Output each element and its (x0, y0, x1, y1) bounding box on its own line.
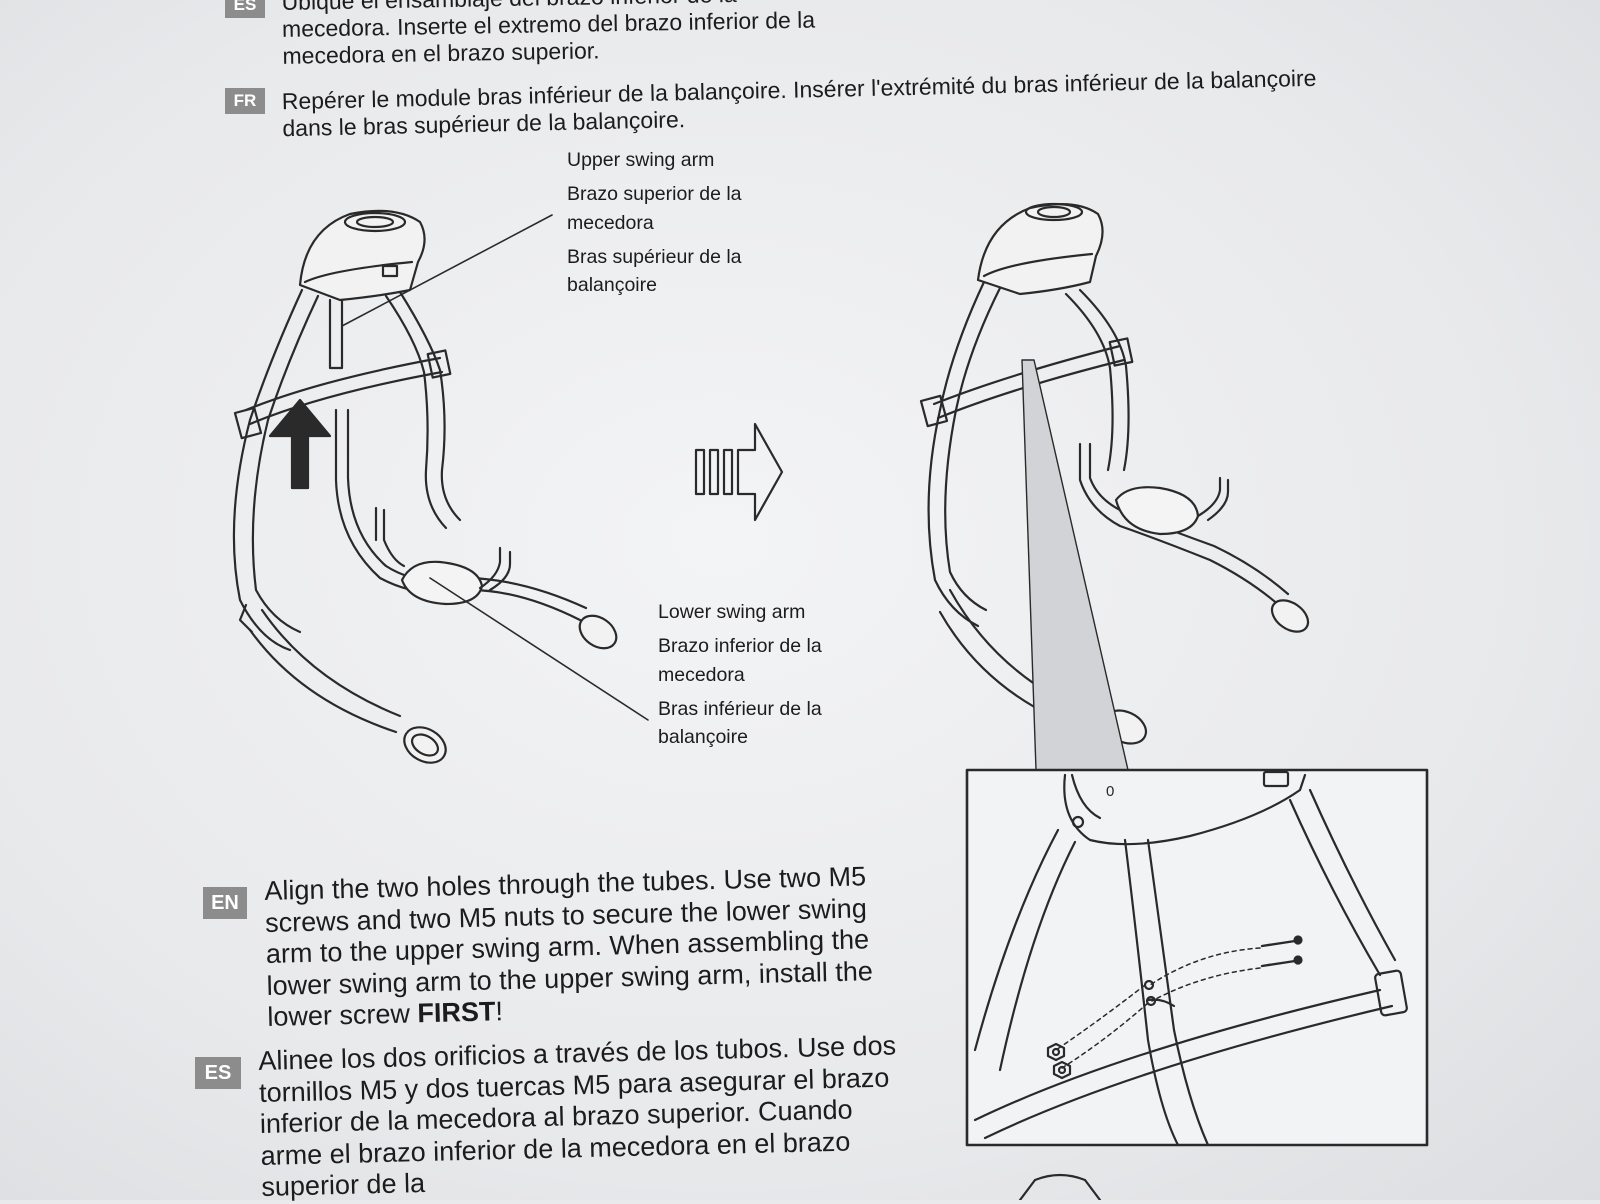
en-instruction-text: Align the two holes through the tubes. U… (264, 861, 874, 1033)
es-instruction-bottom: Alinee los dos orificios a través de los… (258, 1030, 897, 1203)
en-instruction-end: ! (495, 996, 504, 1027)
lower-swing-arm-labels: Lower swing arm Brazo inferior de la mec… (658, 598, 888, 757)
lower-swing-arm-label-en: Lower swing arm (658, 601, 806, 623)
screw-detail-inset (965, 768, 1429, 1147)
en-instruction: Align the two holes through the tubes. U… (264, 860, 908, 1033)
fr-language-badge: FR (225, 88, 265, 114)
lower-swing-arm-label-es: Brazo inferior de la mecedora (658, 635, 822, 686)
es-language-badge-bottom: ES (195, 1057, 241, 1089)
en-language-badge: EN (203, 887, 247, 919)
upper-swing-arm-label-en: Upper swing arm (567, 149, 715, 171)
es-language-badge-top: ES (225, 0, 265, 18)
next-step-arrow-icon (694, 422, 784, 522)
hole-mark-label: 0 (1106, 783, 1114, 800)
lower-swing-arm-label-fr: Bras inférieur de la balançoire (658, 697, 822, 749)
next-figure-fragment (1018, 1173, 1102, 1200)
swing-frame-before-illustration (232, 209, 649, 764)
upper-swing-arm-label-es: Brazo superior de la mecedora (567, 183, 742, 234)
swing-frame-after-illustration (919, 202, 1310, 771)
upper-swing-arm-label-fr: Bras supérieur de la balançoire (567, 245, 742, 297)
en-instruction-emphasis: FIRST (417, 996, 496, 1029)
upper-swing-arm-labels: Upper swing arm Brazo superior de la mec… (567, 146, 797, 305)
